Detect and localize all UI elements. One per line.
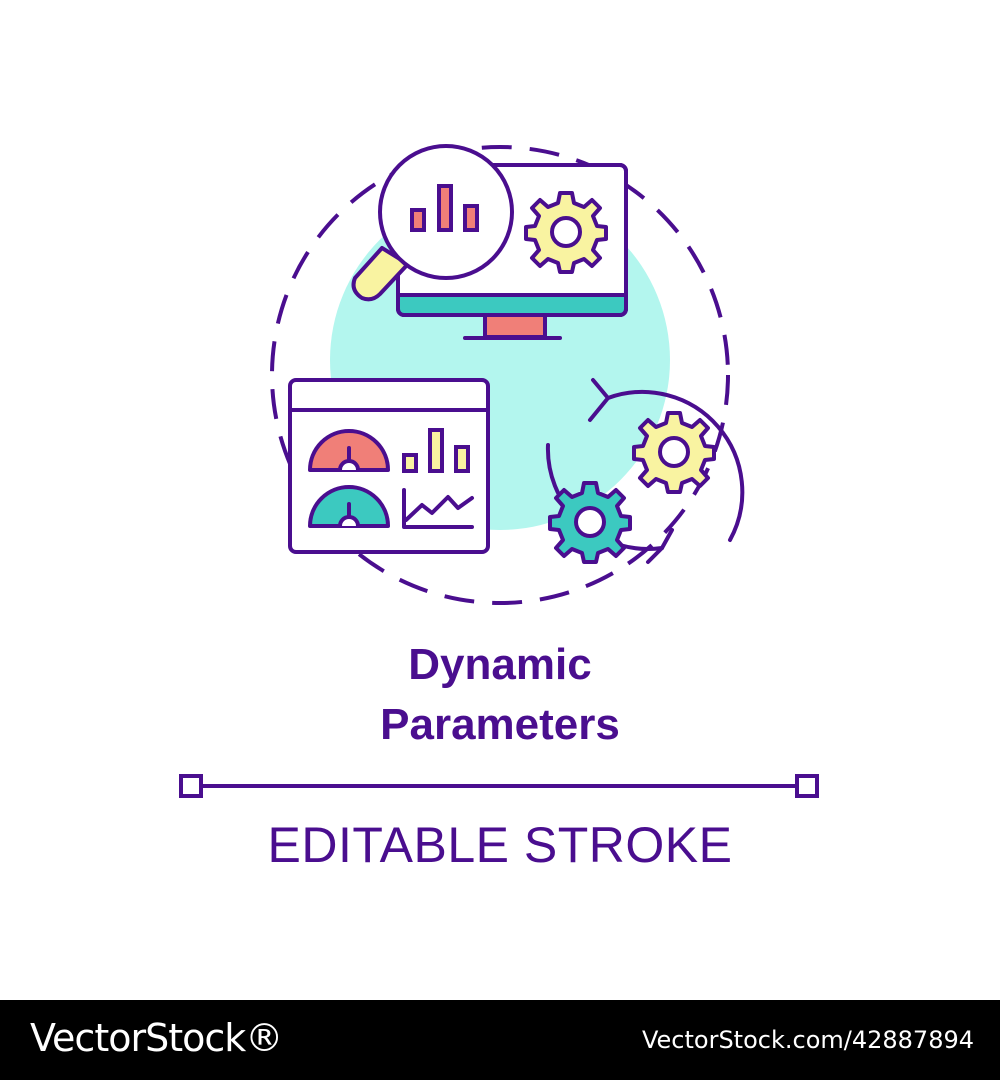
line-chart-icon [402, 488, 474, 529]
bar-chart-icon [402, 428, 470, 473]
footer-bar: VectorStock® VectorStock.com/42887894 [0, 1000, 1000, 1080]
gear-icon [524, 191, 608, 274]
gear-icon [548, 481, 632, 564]
gear-icon [632, 411, 716, 494]
image-id-text: VectorStock.com/42887894 [641, 1026, 974, 1054]
handle-left [179, 774, 203, 798]
handle-right [795, 774, 819, 798]
editable-stroke-caption: EDITABLE STROKE [267, 817, 733, 873]
title-line-2: Parameters [380, 700, 620, 749]
gauge-icon [308, 485, 390, 528]
dashed-ring [270, 145, 730, 605]
editable-stroke-divider [179, 774, 819, 798]
bar-chart-icon [410, 184, 479, 232]
title-line-1: Dynamic [408, 640, 592, 689]
dynamic-parameters-illustration [270, 144, 745, 605]
gauge-icon [308, 429, 390, 472]
brand-logo: VectorStock® [30, 1016, 283, 1060]
